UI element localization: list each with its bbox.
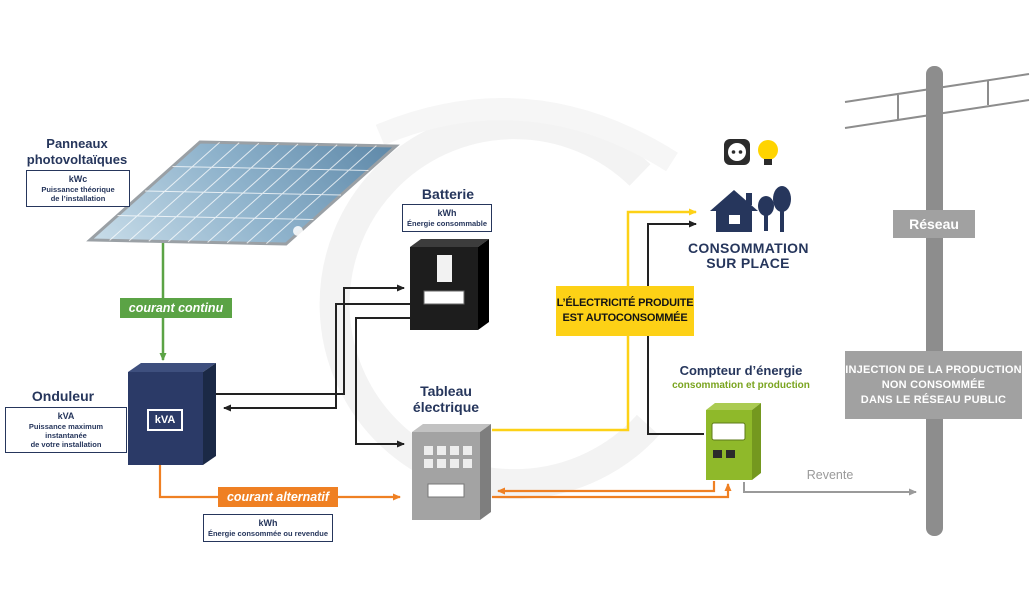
- switchboard-title-line2: électrique: [412, 399, 480, 415]
- onsite-consumption-line1: CONSOMMATION: [688, 240, 809, 256]
- grid-label: Réseau: [893, 210, 975, 238]
- battery-to-inverter-line: [223, 303, 410, 412]
- consumption-icons: [710, 139, 791, 232]
- battery-icon: [410, 239, 489, 330]
- inverter-unit-plate: kVA: [147, 409, 183, 431]
- bulb-icon: [758, 140, 778, 165]
- meter-icon: [706, 403, 761, 480]
- panel-glint: [293, 226, 303, 236]
- panels-spec-line2: de l’installation: [50, 194, 106, 203]
- inverter-spec-line1: Puissance maximum instantanée: [28, 422, 104, 440]
- ac-spec-unit: kWh: [258, 518, 278, 528]
- house-icon: [710, 190, 758, 232]
- injection-line2: NON CONSOMMÉE: [881, 378, 986, 391]
- plug-icon: [724, 139, 750, 165]
- self-consumption-line2: EST AUTOCONSOMMÉE: [562, 312, 688, 324]
- switchboard-title: Tableau électrique: [406, 383, 486, 415]
- inverter-spec-line2: de votre installation: [30, 440, 102, 449]
- tree-icons: [758, 186, 791, 232]
- panels-title-line1: Panneaux: [46, 136, 108, 151]
- ac-meter-to-switchboard-line: [497, 481, 716, 495]
- injection-line3: DANS LE RÉSEAU PUBLIC: [860, 393, 1007, 406]
- battery-spec-box: kWh Énergie consommable: [402, 204, 492, 232]
- injection-note: INJECTION DE LA PRODUCTION NON CONSOMMÉE…: [845, 351, 1022, 419]
- meter-title: Compteur d’énergie: [679, 363, 803, 378]
- panels-title-line2: photovoltaïques: [26, 152, 128, 167]
- inverter-to-battery-line: [216, 284, 405, 395]
- flow-lines: [158, 208, 917, 501]
- meter-subtitle: consommation et production: [672, 380, 810, 391]
- dc-current-badge: courant continu: [120, 298, 232, 318]
- onsite-consumption-label: CONSOMMATION SUR PLACE: [688, 241, 808, 271]
- solar-panel-icon: [90, 142, 396, 244]
- injection-line1: INJECTION DE LA PRODUCTION: [845, 363, 1022, 376]
- inverter-spec-unit: kVA: [57, 411, 75, 421]
- inverter-title: Onduleur: [31, 388, 95, 404]
- ac-spec-box: kWh Énergie consommée ou revendue: [203, 514, 333, 542]
- switchboard-title-line1: Tableau: [420, 383, 472, 399]
- inverter-icon: [128, 363, 216, 465]
- resale-label: Revente: [806, 468, 854, 482]
- panels-spec-unit: kWc: [68, 174, 88, 184]
- ac-current-badge: courant alternatif: [218, 487, 338, 507]
- watermark: [319, 98, 678, 500]
- self-consumption-line1: L’ÉLECTRICITÉ PRODUITE: [556, 297, 694, 309]
- battery-to-switchboard-line: [355, 317, 410, 448]
- battery-spec-line1: Énergie consommable: [406, 219, 488, 228]
- pole-mast: [926, 66, 943, 536]
- ac-spec-line1: Énergie consommée ou revendue: [207, 529, 329, 538]
- utility-pole: [844, 66, 1030, 536]
- inverter-spec-box: kVA Puissance maximum instantanée de vot…: [5, 407, 127, 453]
- panels-title: Panneaux photovoltaïques: [17, 136, 137, 168]
- battery-spec-unit: kWh: [437, 208, 457, 218]
- battery-title: Batterie: [421, 186, 475, 202]
- self-consumption-note: L’ÉLECTRICITÉ PRODUITE EST AUTOCONSOMMÉE: [556, 286, 694, 336]
- panels-spec-box: kWc Puissance théorique de l’installatio…: [26, 170, 130, 207]
- panels-spec-line1: Puissance théorique: [41, 185, 115, 194]
- resale-line: [743, 482, 917, 496]
- ac-switchboard-to-meter-line: [492, 483, 732, 499]
- switchboard-icon: [412, 424, 491, 520]
- onsite-consumption-line2: SUR PLACE: [706, 255, 790, 271]
